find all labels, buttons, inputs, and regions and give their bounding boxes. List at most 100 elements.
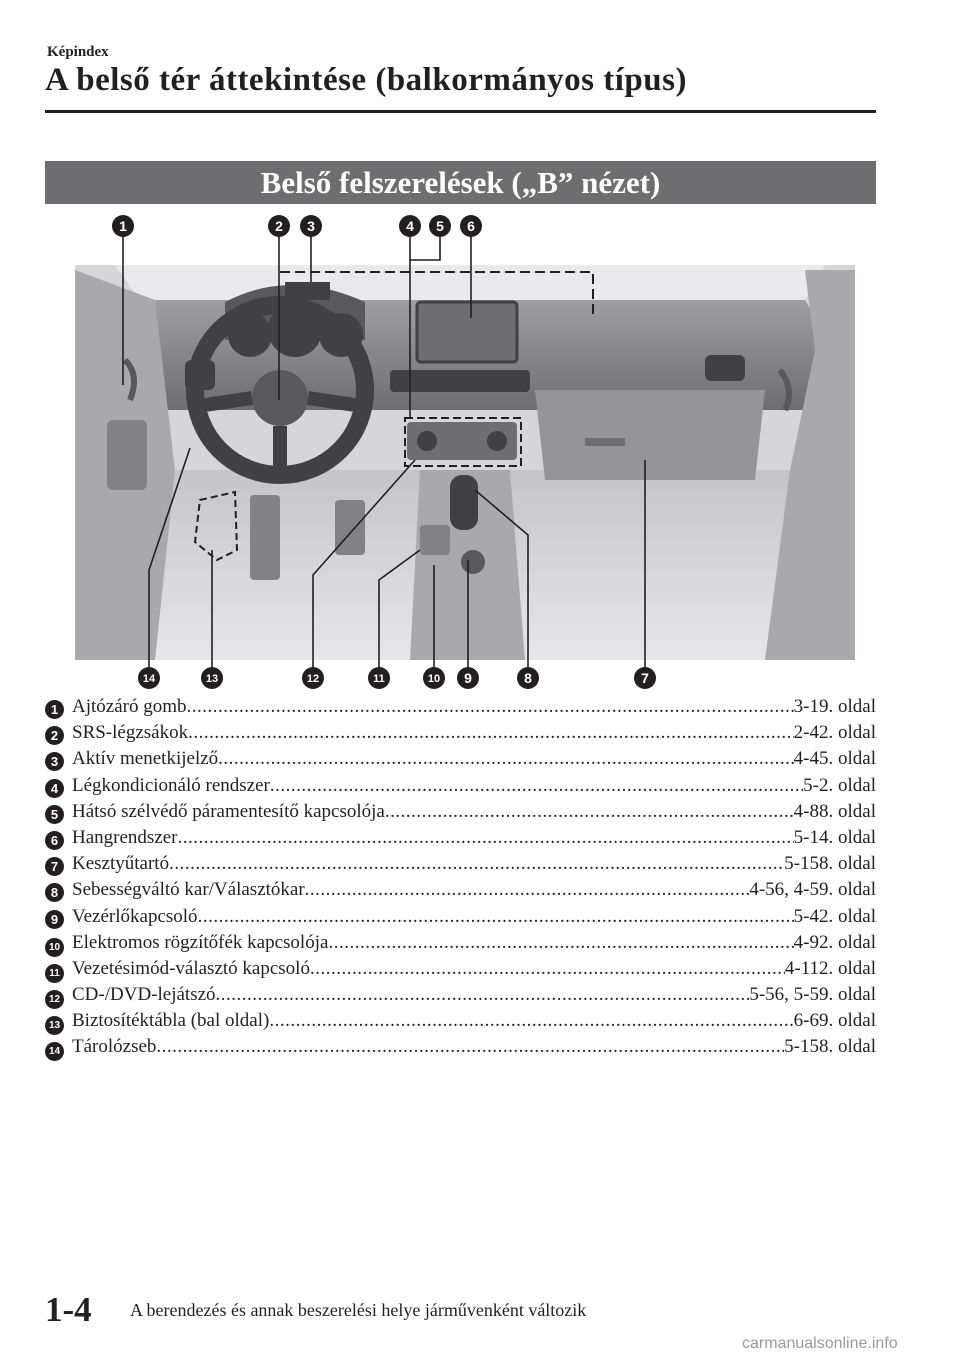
legend-number: 10 (45, 937, 64, 957)
legend-label: SRS-légzsákok (72, 722, 189, 744)
callout-14: 14 (138, 667, 160, 689)
dot-leader (216, 984, 750, 1006)
dot-leader (198, 906, 794, 928)
svg-text:1: 1 (119, 218, 127, 234)
watermark: carmanualsonline.info (742, 1335, 898, 1352)
dot-leader (305, 879, 750, 901)
legend-label: Légkondicionáló rendszer (72, 774, 270, 796)
legend-item: 13 Biztosítéktábla (bal oldal) 6-69. old… (45, 1010, 876, 1036)
commander-knob (461, 550, 485, 574)
legend-label: Hátsó szélvédő páramentesítő kapcsolója (72, 800, 385, 822)
center-display (415, 300, 519, 364)
legend-item: 12 CD-/DVD-lejátszó 5-56, 5-59. oldal (45, 984, 876, 1010)
legend-label: Kesztyűtartó (72, 853, 170, 875)
svg-text:6: 6 (467, 218, 475, 234)
legend-item: 2 SRS-légzsákok 2-42. oldal (45, 722, 876, 748)
section-label: Képindex (47, 44, 109, 60)
callout-12: 12 (302, 667, 324, 689)
legend-label: CD-/DVD-lejátszó (72, 984, 216, 1006)
callout-13: 13 (201, 667, 223, 689)
page-reference: 4-88. oldal (793, 800, 876, 822)
dot-leader (178, 827, 794, 849)
head-up-display (285, 282, 330, 300)
page-reference: 5-158. oldal (784, 1036, 876, 1058)
page-reference: 5-42. oldal (793, 905, 876, 927)
svg-text:14: 14 (143, 673, 156, 685)
svg-text:5: 5 (436, 218, 444, 234)
callout-8: 8 (517, 667, 539, 689)
svg-text:4: 4 (406, 218, 414, 234)
page-reference: 5-14. oldal (793, 826, 876, 848)
callout-6: 6 (460, 215, 482, 237)
dot-leader (218, 748, 794, 770)
legend-number: 8 (45, 883, 64, 903)
climate-knob-left (417, 431, 437, 451)
legend-number: 13 (45, 1016, 64, 1036)
view-banner: Belső felszerelések („B” nézet) (45, 161, 876, 204)
svg-text:9: 9 (464, 670, 472, 686)
callout-2: 2 (268, 215, 290, 237)
svg-text:11: 11 (373, 673, 385, 685)
interior-illustration: 1 2 3 4 5 6 7 8 9 (45, 210, 876, 690)
legend-item: 1 Ajtózáró gomb 3-19. oldal (45, 696, 876, 722)
legend-label: Hangrendszer (72, 826, 178, 848)
legend-item: 6 Hangrendszer 5-14. oldal (45, 827, 876, 853)
leader-lines (122, 236, 646, 668)
right-vent (705, 355, 745, 381)
legend-number: 12 (45, 990, 64, 1010)
page-title: A belső tér áttekintése (balkormányos tí… (45, 62, 687, 98)
legend-number: 9 (45, 909, 64, 929)
page-reference: 4-56, 4-59. oldal (749, 879, 876, 901)
legend-label: Vezérlőkapcsoló (72, 905, 198, 927)
callout-3: 3 (300, 215, 322, 237)
dot-leader (310, 958, 785, 980)
legend-label: Biztosítéktábla (bal oldal) (72, 1010, 270, 1032)
pedal (250, 495, 280, 580)
page-reference: 2-42. oldal (793, 722, 876, 744)
steering-hub (252, 370, 308, 426)
steering-spokes (203, 391, 357, 472)
page-reference: 4-45. oldal (793, 748, 876, 770)
legend-label: Elektromos rögzítőfék kapcsolója (72, 931, 329, 953)
legend-item: 8 Sebességváltó kar/Választókar 4-56, 4-… (45, 879, 876, 905)
pedal-right (335, 500, 365, 555)
svg-text:10: 10 (428, 673, 440, 685)
svg-text:8: 8 (524, 670, 532, 686)
dot-leader (270, 775, 803, 797)
callout-area-climate (404, 417, 522, 467)
dot-leader (385, 801, 794, 823)
dot-leader (169, 853, 784, 875)
glove-box (535, 390, 765, 480)
legend-number: 14 (45, 1042, 64, 1062)
legend-item: 5 Hátsó szélvédő páramentesítő kapcsolój… (45, 801, 876, 827)
legend-number: 5 (45, 804, 64, 824)
svg-text:13: 13 (206, 673, 218, 685)
footer-note: A berendezés és annak beszerelési helye … (130, 1300, 587, 1320)
legend-number: 2 (45, 726, 64, 746)
page-number: 1-4 (45, 1290, 92, 1329)
page-reference: 4-92. oldal (793, 931, 876, 953)
callout-5: 5 (429, 215, 451, 237)
legend-label: Tárolózseb (72, 1036, 157, 1058)
glove-box-handle (585, 438, 625, 446)
door-lock-knob (122, 357, 137, 402)
svg-text:3: 3 (307, 218, 315, 234)
page-reference: 5-2. oldal (803, 774, 876, 796)
legend-label: Aktív menetkijelző (72, 748, 219, 770)
callout-4: 4 (399, 215, 421, 237)
legend-number: 7 (45, 857, 64, 877)
legend-list: 1 Ajtózáró gomb 3-19. oldal 2 SRS-légzsá… (45, 696, 876, 1063)
legend-number: 1 (45, 700, 64, 719)
window-switch-panel (107, 420, 147, 490)
dot-leader (188, 722, 794, 744)
right-door-panel (765, 270, 855, 660)
legend-item: 7 Kesztyűtartó 5-158. oldal (45, 853, 876, 879)
legend-item: 4 Légkondicionáló rendszer 5-2. oldal (45, 775, 876, 801)
climate-knob-right (487, 431, 507, 451)
legend-number: 6 (45, 830, 64, 850)
legend-item: 9 Vezérlőkapcsoló 5-42. oldal (45, 906, 876, 932)
center-vents (390, 370, 530, 392)
callout-10: 10 (423, 667, 445, 689)
svg-text:7: 7 (641, 670, 649, 686)
drive-mode-switch (420, 525, 450, 555)
